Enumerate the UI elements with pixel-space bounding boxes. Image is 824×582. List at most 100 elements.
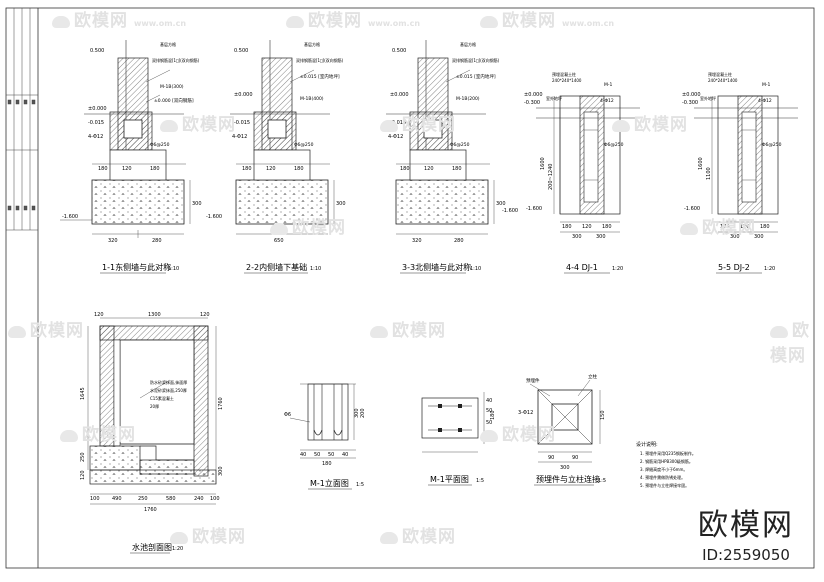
- pool-title: 水池剖面图: [132, 542, 172, 552]
- s5-bot-1: 120: [740, 224, 750, 230]
- m1a-vdim-0: 300: [354, 408, 360, 418]
- pj-label-b: 立柱: [588, 373, 597, 380]
- s5-bot2-0: 300: [730, 234, 740, 240]
- s4-level-1: ±0.000: [524, 92, 543, 98]
- s2-label-b: ±0.015 [室内地坪]: [300, 73, 340, 80]
- m1b-vdim-3: 40: [486, 432, 492, 438]
- s5-vdim-1: 1100: [706, 167, 712, 180]
- notes-item-4: 5. 预埋件与立柱焊接牢固。: [640, 482, 689, 488]
- m1a-bdim-3: 40: [342, 452, 348, 458]
- m1a-bdim-0: 40: [300, 452, 306, 458]
- s5-level-2: -0.300: [682, 100, 698, 106]
- section-2-2: 0.500 基层方格 双排钢筋混[1⃣](双向钢筋) ±0.015 [室内地坪]…: [206, 40, 346, 274]
- s3-dim-2: 180: [452, 166, 462, 172]
- s1-dim-0: 180: [98, 166, 108, 172]
- s2-level-f: ±0.000: [234, 92, 253, 98]
- s3-level: -1.600: [502, 208, 518, 214]
- s4-title: 4-4 DJ-1: [566, 263, 598, 272]
- s2-dim-1: 120: [266, 166, 276, 172]
- section-5-5-dj2: 预埋混凝土柱 240*240*1400 M-1 4-Φ12 室外地坪 Φ6@25…: [682, 71, 798, 274]
- notes-item-0: 1. 预埋件采用Q235钢板制作。: [640, 450, 696, 456]
- s1-level-f: ±0.000: [88, 106, 107, 112]
- s5-scale: 1:20: [764, 266, 775, 272]
- embed-connection: 预埋件 立柱 3-Φ12 90 90 300 150 预埋件与立柱连接 1:5: [518, 373, 606, 486]
- s5-label-floor: 室外地坪: [700, 95, 716, 101]
- s5-label-bar: 4-Φ12: [758, 98, 772, 104]
- m1-elevation: Φ6 300 200 40 50 50 40 180 M-1立面图 1:5: [284, 383, 366, 490]
- s4-bot-0: 180: [562, 224, 572, 230]
- pool-bot-dim-4: 240: [194, 496, 204, 502]
- section-3-3: 0.500 基层方格 双排钢筋混[1⃣](双向钢筋) ±0.015 [室内地坪]…: [386, 40, 518, 274]
- m1b-vdim-1: 50: [486, 408, 492, 414]
- s2-top-dim: 0.500: [234, 48, 248, 54]
- design-notes: 设计说明: 1. 预埋件采用Q235钢板制作。 2. 钢筋采用HPB300级钢筋…: [636, 441, 696, 488]
- m1b-total: 180: [490, 410, 496, 420]
- s1-title: 1-1东侧墙与此对称: [102, 262, 171, 272]
- s1-bot-dim-0: 320: [108, 238, 118, 244]
- s2-h300: 300: [336, 201, 346, 207]
- pool-left-dim-1: 250: [80, 452, 86, 462]
- pool-dim-top-r: 120: [200, 312, 210, 318]
- s2-label-d: 4-Φ12: [232, 134, 247, 140]
- brand-block: 欧模网 ID:2559050: [690, 500, 802, 564]
- m1a-total: 180: [322, 461, 332, 467]
- s1-bot-dim-1: 280: [152, 238, 162, 244]
- s4-level-2: -0.300: [524, 100, 540, 106]
- s4-bot-1: 120: [582, 224, 592, 230]
- section-1-1: 0.500 基层方格 双排钢筋混[1⃣](双向钢筋) M-1B(300) ±0.…: [60, 40, 202, 274]
- s4-vdim-0: 1600: [540, 157, 546, 170]
- s5-level-1: ±0.000: [682, 92, 701, 98]
- s2-label-c: -0.015: [234, 120, 250, 126]
- s1-h300: 300: [192, 201, 202, 207]
- pool-left-dim-0: 1645: [80, 387, 86, 400]
- s5-bot-2: 180: [760, 224, 770, 230]
- s2-label-wall: 基层方格: [304, 41, 320, 47]
- s4-bot-2: 180: [602, 224, 612, 230]
- s4-label-top: 预埋混凝土柱: [552, 71, 576, 77]
- s3-dim-1: 120: [424, 166, 434, 172]
- s1-label-b: ±0.000 [双向钢筋]: [154, 97, 194, 104]
- m1a-title: M-1立面图: [310, 478, 349, 488]
- s4-label-top2: 240*240*1400: [552, 78, 582, 83]
- pj-label-c: 3-Φ12: [518, 410, 533, 416]
- pj-total: 300: [560, 465, 570, 471]
- s4-bot2-0: 300: [572, 234, 582, 240]
- s4-label-bar: 4-Φ12: [600, 98, 614, 104]
- m1a-vdim-1: 200: [360, 408, 366, 418]
- s4-scale: 1:20: [612, 266, 623, 272]
- s2-dim-0: 180: [242, 166, 252, 172]
- s2-dim-2: 180: [294, 166, 304, 172]
- pj-scale: 1:5: [598, 478, 606, 484]
- pj-dim-0: 90: [548, 455, 554, 461]
- s3-bot-dim-0: 320: [412, 238, 422, 244]
- notes-item-1: 2. 钢筋采用HPB300级钢筋。: [640, 458, 693, 464]
- m1a-scale: 1:5: [356, 482, 364, 488]
- pj-dim-1: 90: [572, 455, 578, 461]
- s3-bot-dim-1: 280: [454, 238, 464, 244]
- section-4-4-dj1: 预埋混凝土柱 240*240*1400 M-1 4-Φ12 室外地坪 Φ6@25…: [524, 71, 640, 274]
- s3-label-m: M-1B(200): [456, 96, 480, 102]
- s5-vdim-0: 1600: [698, 157, 704, 170]
- s1-top-dim: 0.500: [90, 48, 104, 54]
- pool-bot-dim-1: 490: [112, 496, 122, 502]
- m1a-bdim-2: 50: [328, 452, 334, 458]
- pool-bot-dim-5: 100: [210, 496, 220, 502]
- pool-right-dim-1: 300: [218, 466, 224, 476]
- s5-label-m: M-1: [762, 82, 771, 88]
- m1b-vdim-2: 50: [486, 420, 492, 426]
- pool-bot-dim-0: 100: [90, 496, 100, 502]
- pool-dim-top-l: 120: [94, 312, 104, 318]
- s2-scale: 1:10: [310, 266, 321, 272]
- s3-label-wall: 基层方格: [460, 41, 476, 47]
- s5-title: 5-5 DJ-2: [718, 263, 750, 272]
- s5-label-top: 预埋混凝土柱: [708, 71, 732, 77]
- m1a-label-a: Φ6: [284, 412, 291, 418]
- m1b-vdim-0: 40: [486, 398, 492, 404]
- pj-label-a: 预埋件: [526, 377, 540, 384]
- s3-top-dim: 0.500: [392, 48, 406, 54]
- pool-section: 1300 120 120 防水砂浆抹面,抹面厚 水泥砂浆抹面,250厚 C15素…: [80, 312, 224, 554]
- s2-title: 2-2内侧墙下基础: [246, 262, 307, 272]
- pool-left-dim-2: 120: [80, 470, 86, 480]
- s3-title: 3-3北侧墙与此对称: [402, 262, 471, 272]
